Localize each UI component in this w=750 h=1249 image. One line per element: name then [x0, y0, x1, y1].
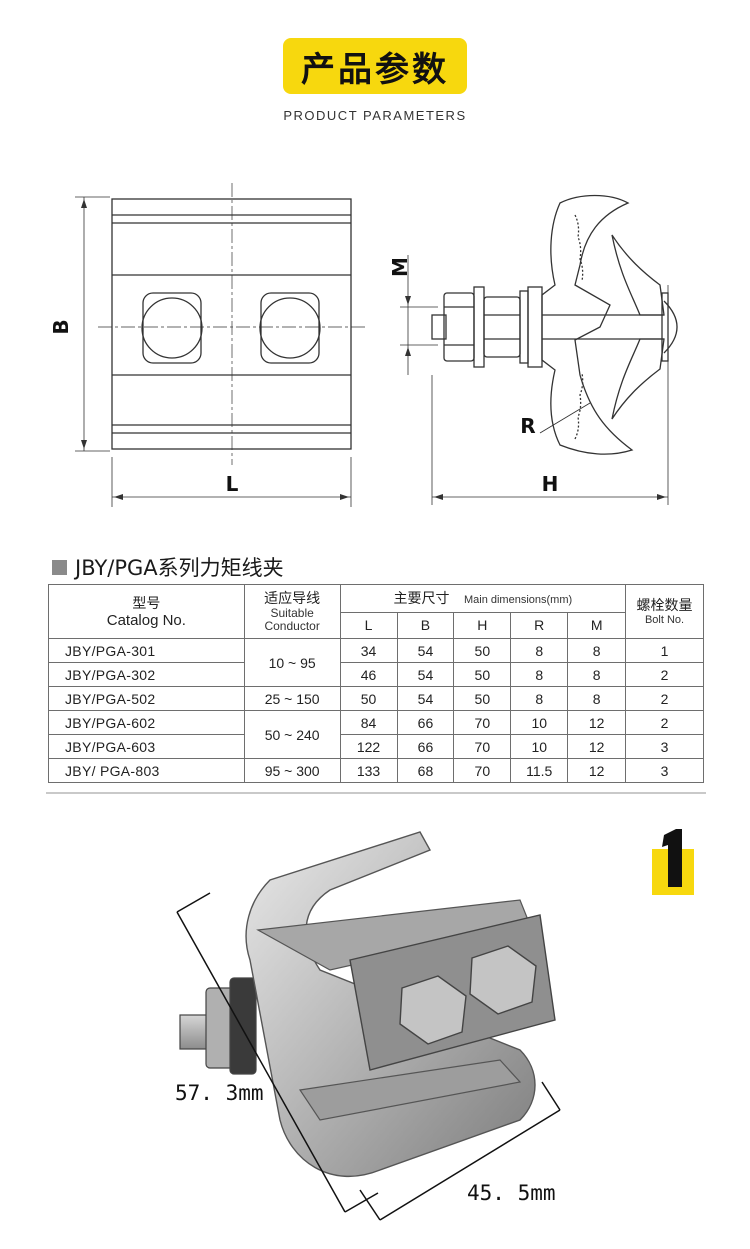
cell-h: 70	[453, 734, 512, 759]
label-l: L	[226, 472, 239, 496]
cell-bolt: 2	[625, 686, 704, 711]
cell-model: JBY/PGA-603	[48, 734, 245, 759]
cell-model: JBY/PGA-602	[48, 710, 245, 735]
cell-h: 50	[453, 638, 512, 663]
label-b: B	[49, 319, 73, 334]
cell-l: 122	[339, 734, 398, 759]
cell-h: 50	[453, 686, 512, 711]
cell-b: 66	[396, 710, 455, 735]
table-row: JBY/PGA-602 50 ~ 240 84 66 70 10 12 2	[48, 710, 704, 759]
header-model: 型号 Catalog No.	[48, 584, 245, 639]
cell-m: 8	[567, 638, 627, 663]
cell-b: 54	[396, 638, 455, 663]
technical-drawing: B L	[49, 183, 678, 507]
header-dimensions: 主要尺寸 Main dimensions(mm)	[339, 584, 627, 613]
cell-b: 66	[396, 734, 455, 759]
cell-h: 50	[453, 662, 512, 687]
header-bolt-en: Bolt No.	[644, 614, 685, 626]
cell-b: 68	[396, 758, 455, 783]
bolt-shaft	[179, 977, 257, 1075]
cell-h: 70	[453, 710, 512, 735]
label-h: H	[542, 472, 559, 496]
series-title: JBY/PGA系列力矩线夹	[75, 556, 284, 580]
cell-l: 133	[339, 758, 398, 783]
cell-bolt: 1	[625, 638, 704, 663]
cell-bolt: 2	[625, 662, 704, 687]
series-heading: JBY/PGA系列力矩线夹	[52, 552, 284, 582]
table-row: JBY/PGA-502 25 ~ 150 50 54 50 8 8 2	[48, 686, 704, 711]
header-model-cn: 型号	[132, 594, 161, 611]
section-title-badge: 产品参数	[283, 38, 467, 94]
cell-l: 34	[339, 638, 398, 663]
cell-bolt: 3	[625, 734, 704, 759]
cell-m: 8	[567, 686, 627, 711]
label-r: R	[520, 414, 535, 438]
cell-conductor: 50 ~ 240	[243, 710, 341, 759]
header-conductor: 适应导线 Suitable Conductor	[243, 584, 341, 639]
header-bolt: 螺栓数量 Bolt No.	[625, 584, 704, 639]
cell-conductor: 10 ~ 95	[243, 638, 341, 687]
cell-r: 8	[510, 662, 569, 687]
header-bolt-cn: 螺栓数量	[636, 597, 693, 613]
col-h: H	[453, 612, 512, 639]
cell-model: JBY/PGA-302	[48, 662, 245, 687]
cell-l: 46	[339, 662, 398, 687]
table-row: JBY/ PGA-803 95 ~ 300 133 68 70 11.5 12 …	[48, 758, 704, 783]
cell-h: 70	[453, 758, 512, 783]
table-row: JBY/PGA-302 46 54 50 8 8 2	[48, 662, 704, 687]
square-bullet-icon	[52, 559, 67, 575]
cell-l: 84	[339, 710, 398, 735]
header-model-en: Catalog No.	[106, 611, 186, 629]
header-conductor-en-2: Conductor	[264, 619, 320, 633]
cell-b: 54	[396, 662, 455, 687]
cell-r: 10	[510, 734, 569, 759]
cell-m: 12	[567, 758, 627, 783]
col-b: B	[396, 612, 455, 639]
col-m: M	[567, 612, 627, 639]
cell-bolt: 2	[625, 710, 704, 735]
dimension-label-b: 45. 5mm	[467, 1181, 556, 1205]
col-r: R	[510, 612, 569, 639]
number-badge: 1	[652, 829, 694, 895]
table-row: JBY/PGA-603 122 66 70 10 12 3	[48, 734, 704, 759]
table-row: JBY/PGA-301 10 ~ 95 34 54 50 8 8 1	[48, 638, 704, 687]
table-header-row: 型号 Catalog No. 适应导线 Suitable Conductor 主…	[48, 584, 704, 639]
cell-conductor: 95 ~ 300	[243, 758, 341, 783]
cell-r: 8	[510, 638, 569, 663]
header-dims-cn: 主要尺寸	[393, 589, 450, 606]
hex-bolts	[399, 945, 537, 1045]
dimension-lines	[176, 892, 561, 1221]
front-view	[75, 183, 366, 507]
cell-r: 11.5	[510, 758, 569, 783]
cell-model: JBY/ PGA-803	[48, 758, 245, 783]
side-view	[400, 194, 678, 505]
badge-number: 1	[652, 829, 653, 830]
cell-l: 50	[339, 686, 398, 711]
cell-model: JBY/PGA-502	[48, 686, 245, 711]
section-subtitle: PRODUCT PARAMETERS	[283, 108, 467, 123]
cell-m: 12	[567, 710, 627, 735]
col-l: L	[339, 612, 398, 639]
table-bottom-rule	[46, 792, 706, 794]
header-conductor-cn: 适应导线	[264, 590, 321, 606]
cell-r: 8	[510, 686, 569, 711]
cell-m: 8	[567, 662, 627, 687]
section-title: 产品参数	[301, 49, 449, 90]
cell-b: 54	[396, 686, 455, 711]
dimension-label-a: 57. 3mm	[175, 1081, 264, 1105]
spec-table: 型号 Catalog No. 适应导线 Suitable Conductor 主…	[48, 584, 704, 783]
cell-m: 12	[567, 734, 627, 759]
cell-r: 10	[510, 710, 569, 735]
cell-conductor: 25 ~ 150	[243, 686, 341, 711]
header-dims-en: Main dimensions(mm)	[463, 593, 573, 606]
product-photo: 57. 3mm 45. 5mm	[175, 831, 561, 1221]
cell-bolt: 3	[625, 758, 704, 783]
cell-model: JBY/PGA-301	[48, 638, 245, 663]
label-m: M	[388, 257, 412, 277]
header-conductor-en-1: Suitable	[270, 606, 314, 620]
